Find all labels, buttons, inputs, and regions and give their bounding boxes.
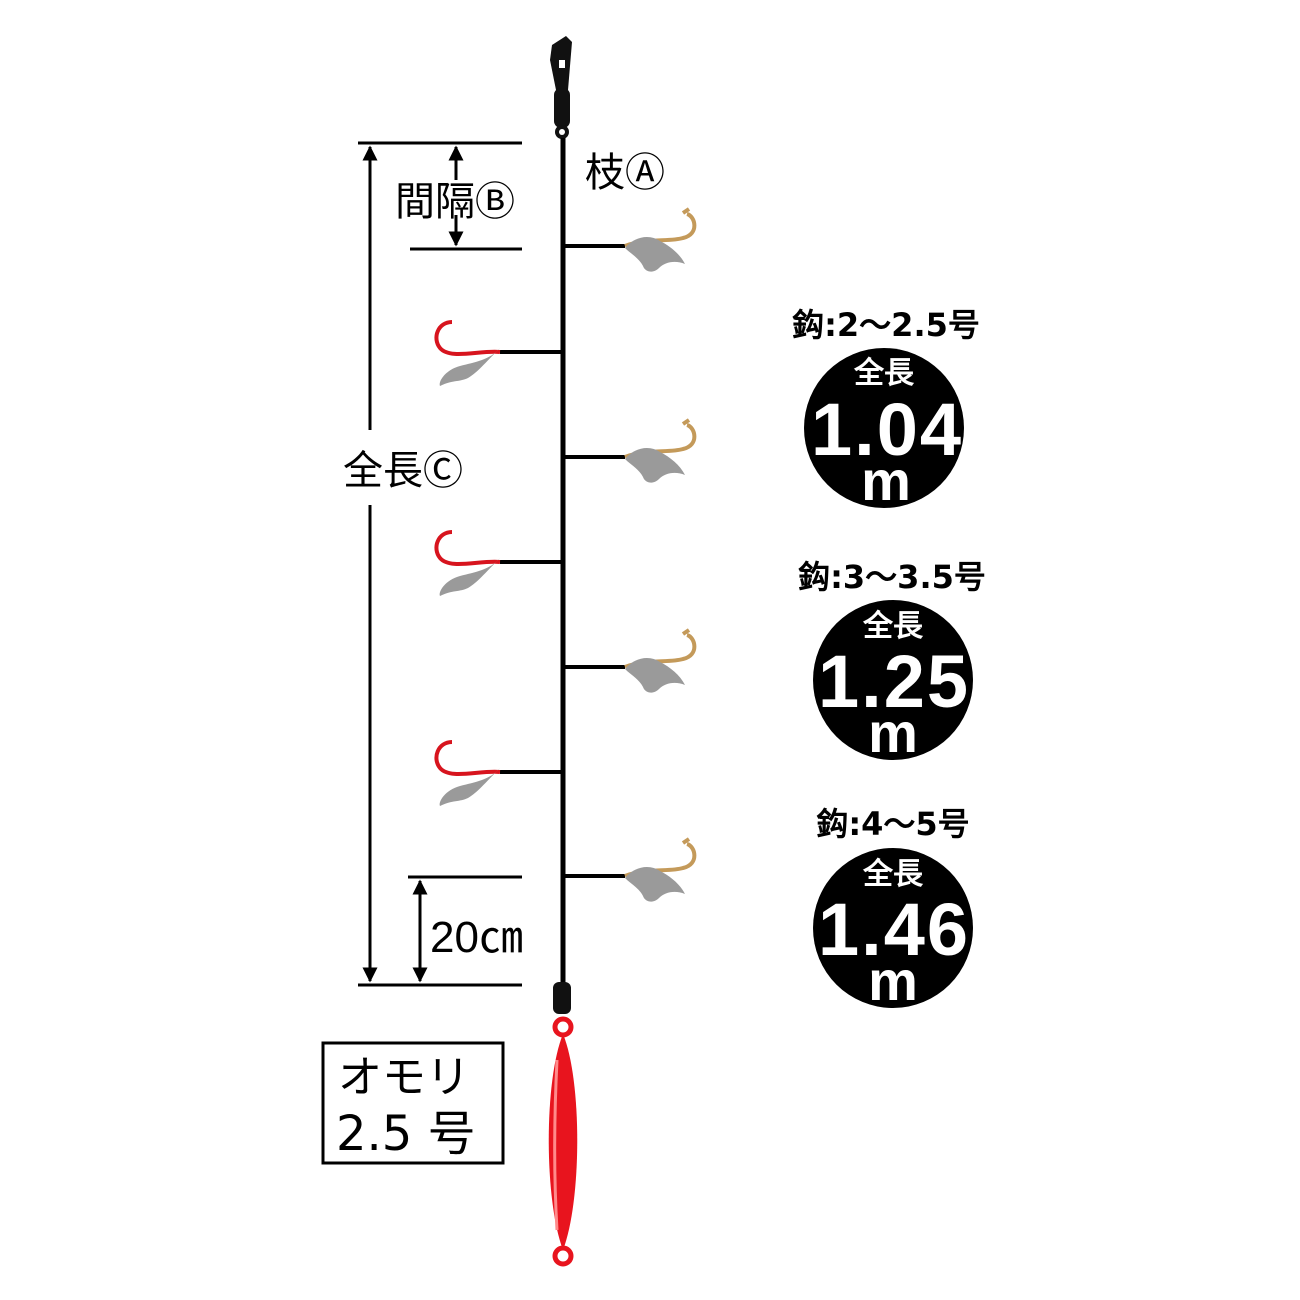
branch-right	[563, 628, 697, 695]
dimension-lines	[358, 141, 522, 987]
variant-1: 鈎:2〜2.5号 全長 1.04 m	[792, 306, 980, 512]
length-value: 1.25	[818, 640, 968, 723]
branch-left	[434, 530, 563, 598]
length-label: 全長	[853, 356, 915, 391]
branch-right	[563, 207, 697, 274]
sinker-weight: 2.5 号	[336, 1106, 476, 1162]
branch-label: 枝Ⓐ	[585, 150, 665, 196]
hook-size: 鈎:3〜3.5号	[798, 558, 986, 596]
variant-2: 鈎:3〜3.5号 全長 1.25 m	[798, 558, 986, 764]
branch-left	[434, 740, 563, 808]
length-unit: m	[868, 701, 918, 764]
top-swivel-icon	[550, 36, 572, 139]
bottom-swivel-icon	[553, 982, 571, 1014]
branch-right	[563, 418, 697, 485]
sinker-weight-box: オモリ 2.5 号	[321, 1041, 505, 1165]
variant-3: 鈎:4〜5号 全長 1.46 m	[813, 805, 973, 1012]
branch-right	[563, 837, 697, 904]
length-value: 1.04	[811, 388, 961, 471]
sinker-label: オモリ	[338, 1052, 470, 1103]
length-unit: m	[861, 449, 911, 512]
length-value: 1.46	[818, 888, 968, 971]
length-label: 全長	[862, 609, 924, 644]
interval-label: 間隔Ⓑ	[395, 179, 515, 225]
length-label: 全長	[862, 857, 924, 892]
length-unit: m	[868, 949, 918, 1012]
hook-size: 鈎:4〜5号	[816, 805, 969, 843]
bottom-gap-label: 20㎝	[430, 913, 523, 962]
total-length-label: 全長Ⓒ	[343, 448, 463, 494]
sinker-icon	[548, 1016, 578, 1267]
branch-left	[434, 320, 563, 388]
hook-size: 鈎:2〜2.5号	[792, 306, 980, 344]
